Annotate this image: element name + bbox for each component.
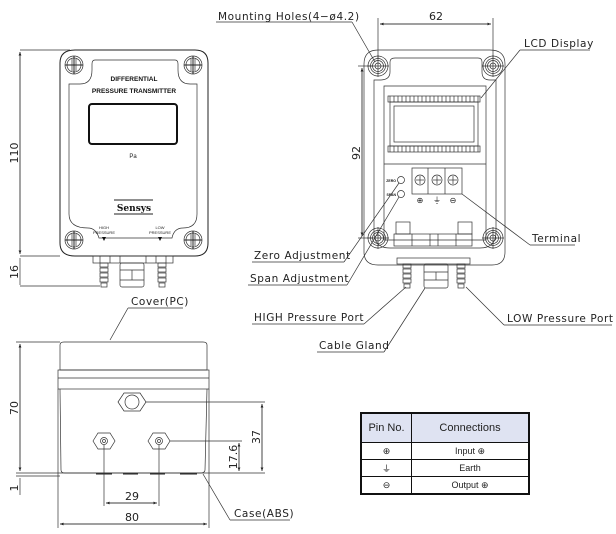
callout-case: Case(ABS) [234,508,294,520]
rear-dim-width: 62 [429,10,443,23]
rear-low-port-barb [456,263,466,289]
table-header-row: Pin No. Connections [360,412,530,443]
side-dim-port: 17.6 [227,445,240,470]
side-dim-width: 80 [125,511,139,524]
front-title-line2: PRESSURE TRANSMITTER [92,88,176,95]
high-port-barb [99,262,109,288]
callout-high-pressure-port: HIGH Pressure Port [254,312,364,324]
terminal-block: ⊕ ⏚ ⊖ [411,167,463,205]
header-pin-no: Pin No. [360,412,412,443]
rear-view: ⊕ ⏚ ⊖ ZERO SPAN 62 92 Mounting Holes(4−ø… [216,10,614,353]
rear-high-port-barb [402,263,412,289]
side-case [59,388,208,474]
front-panel [68,59,198,239]
side-dim-gland: 37 [250,430,263,444]
callout-mounting-holes: Mounting Holes(4−ø4.2) [218,11,360,23]
front-lcd-window [88,103,178,145]
side-dim-port-spacing: 29 [125,490,139,503]
pin-connection: Output ⊕ [411,476,530,495]
high-pressure-label-2: PRESSURE [93,230,115,235]
high-pressure-label-1: HIGH [99,225,109,230]
rear-cable-gland [423,263,449,289]
low-arrow-icon [158,237,162,241]
high-arrow-icon [102,237,106,241]
callout-zero-adjustment: Zero Adjustment [254,250,351,262]
span-tag: SPAN [387,193,397,197]
pin-symbol: ⊕ [360,442,412,460]
header-connections: Connections [411,412,530,443]
callout-cover: Cover(PC) [131,296,189,308]
front-screw-icon [183,55,203,75]
callout-low-pressure-port: LOW Pressure Port [507,313,614,325]
front-screw-icon [64,55,84,75]
callout-span-adjustment: Span Adjustment [250,273,349,285]
front-screw-icon [64,230,84,250]
front-cable-gland [119,262,145,288]
table-row: ⏚ Earth [360,459,530,477]
callout-lcd-display: LCD Display [524,38,594,50]
span-potentiometer [397,190,405,198]
front-view: DIFFERENTIAL PRESSURE TRANSMITTER Pa Sen… [8,49,209,288]
pin-connection-table: Pin No. Connections ⊕ Input ⊕ ⏚ Earth ⊖ … [360,412,530,495]
side-gland-nut [117,392,147,412]
front-dim-port: 16 [8,265,21,279]
front-housing [59,49,209,257]
side-high-port-nut [92,432,116,450]
front-screw-icon [183,230,203,250]
pin-symbol: ⏚ [360,459,412,477]
mounting-hole-icon [481,226,505,250]
zero-tag: ZERO [386,179,396,183]
brand-logo: Sensys [117,204,151,214]
table-row: ⊕ Input ⊕ [360,442,530,460]
callout-cable-gland: Cable Gland [319,340,390,352]
rear-lcd-module [387,95,481,153]
terminal-minus-icon: ⊖ [450,196,457,205]
front-unit-label: Pa [129,154,137,160]
front-dim-height: 110 [8,143,21,164]
side-cover [59,341,208,371]
low-pressure-label-2: PRESSURE [149,230,171,235]
zero-potentiometer [397,176,405,184]
terminal-plus-icon: ⊕ [417,196,424,205]
side-dim-height: 70 [8,401,21,415]
pin-connection: Input ⊕ [411,442,530,460]
side-dim-bottom: 1 [8,485,21,492]
callout-terminal: Terminal [531,233,581,245]
table-row: ⊖ Output ⊕ [360,476,530,495]
pin-symbol: ⊖ [360,476,412,495]
pin-connection: Earth [411,459,530,477]
side-view: 70 1 37 17.6 29 80 Cover(PC) Case(ABS) [8,296,294,528]
terminal-earth-icon: ⏚ [433,196,441,205]
rear-housing [363,49,506,266]
rear-dim-height: 92 [350,146,363,160]
low-port-barb [157,262,167,288]
low-pressure-label-1: LOW [155,225,164,230]
front-title-line1: DIFFERENTIAL [111,76,158,83]
